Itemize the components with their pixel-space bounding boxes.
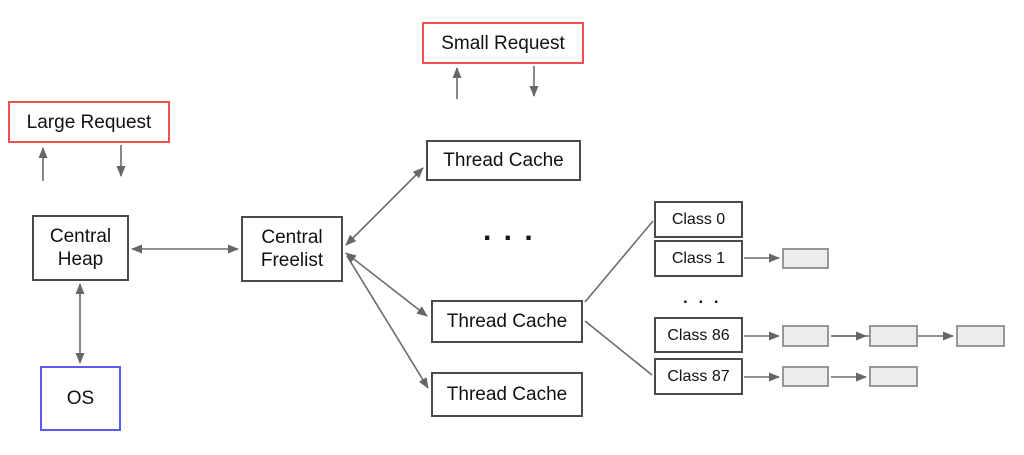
thread-cache-ellipsis: . . .	[483, 214, 535, 247]
thread-cache-node-middle: Thread Cache	[431, 300, 583, 343]
class-0-label: Class 0	[671, 211, 726, 228]
freelist-block	[782, 325, 829, 347]
class-87-label: Class 87	[667, 368, 730, 385]
freelist-block	[782, 248, 829, 269]
thread-cache-node-top: Thread Cache	[426, 140, 581, 181]
thread-cache-label: Thread Cache	[443, 150, 564, 171]
freelist-block	[869, 366, 918, 387]
large-request-node: Large Request	[8, 101, 170, 143]
freelist-block	[782, 366, 829, 387]
class-0-node: Class 0	[654, 201, 743, 238]
small-request-label: Small Request	[441, 32, 565, 54]
class-86-label: Class 86	[667, 326, 730, 344]
class-ellipsis: . . .	[683, 288, 722, 307]
class-1-node: Class 1	[654, 240, 743, 277]
large-request-label: Large Request	[26, 111, 152, 133]
small-request-node: Small Request	[422, 22, 584, 64]
class-1-label: Class 1	[671, 250, 726, 267]
class-87-node: Class 87	[654, 358, 743, 395]
thread-cache-label: Thread Cache	[446, 384, 568, 405]
thread-cache-label: Thread Cache	[446, 311, 568, 332]
freelist-block	[956, 325, 1005, 347]
os-label: OS	[66, 388, 95, 409]
thread-cache-node-bottom: Thread Cache	[431, 372, 583, 417]
class-86-node: Class 86	[654, 317, 743, 353]
os-node: OS	[40, 366, 121, 431]
freelist-block	[869, 325, 918, 347]
